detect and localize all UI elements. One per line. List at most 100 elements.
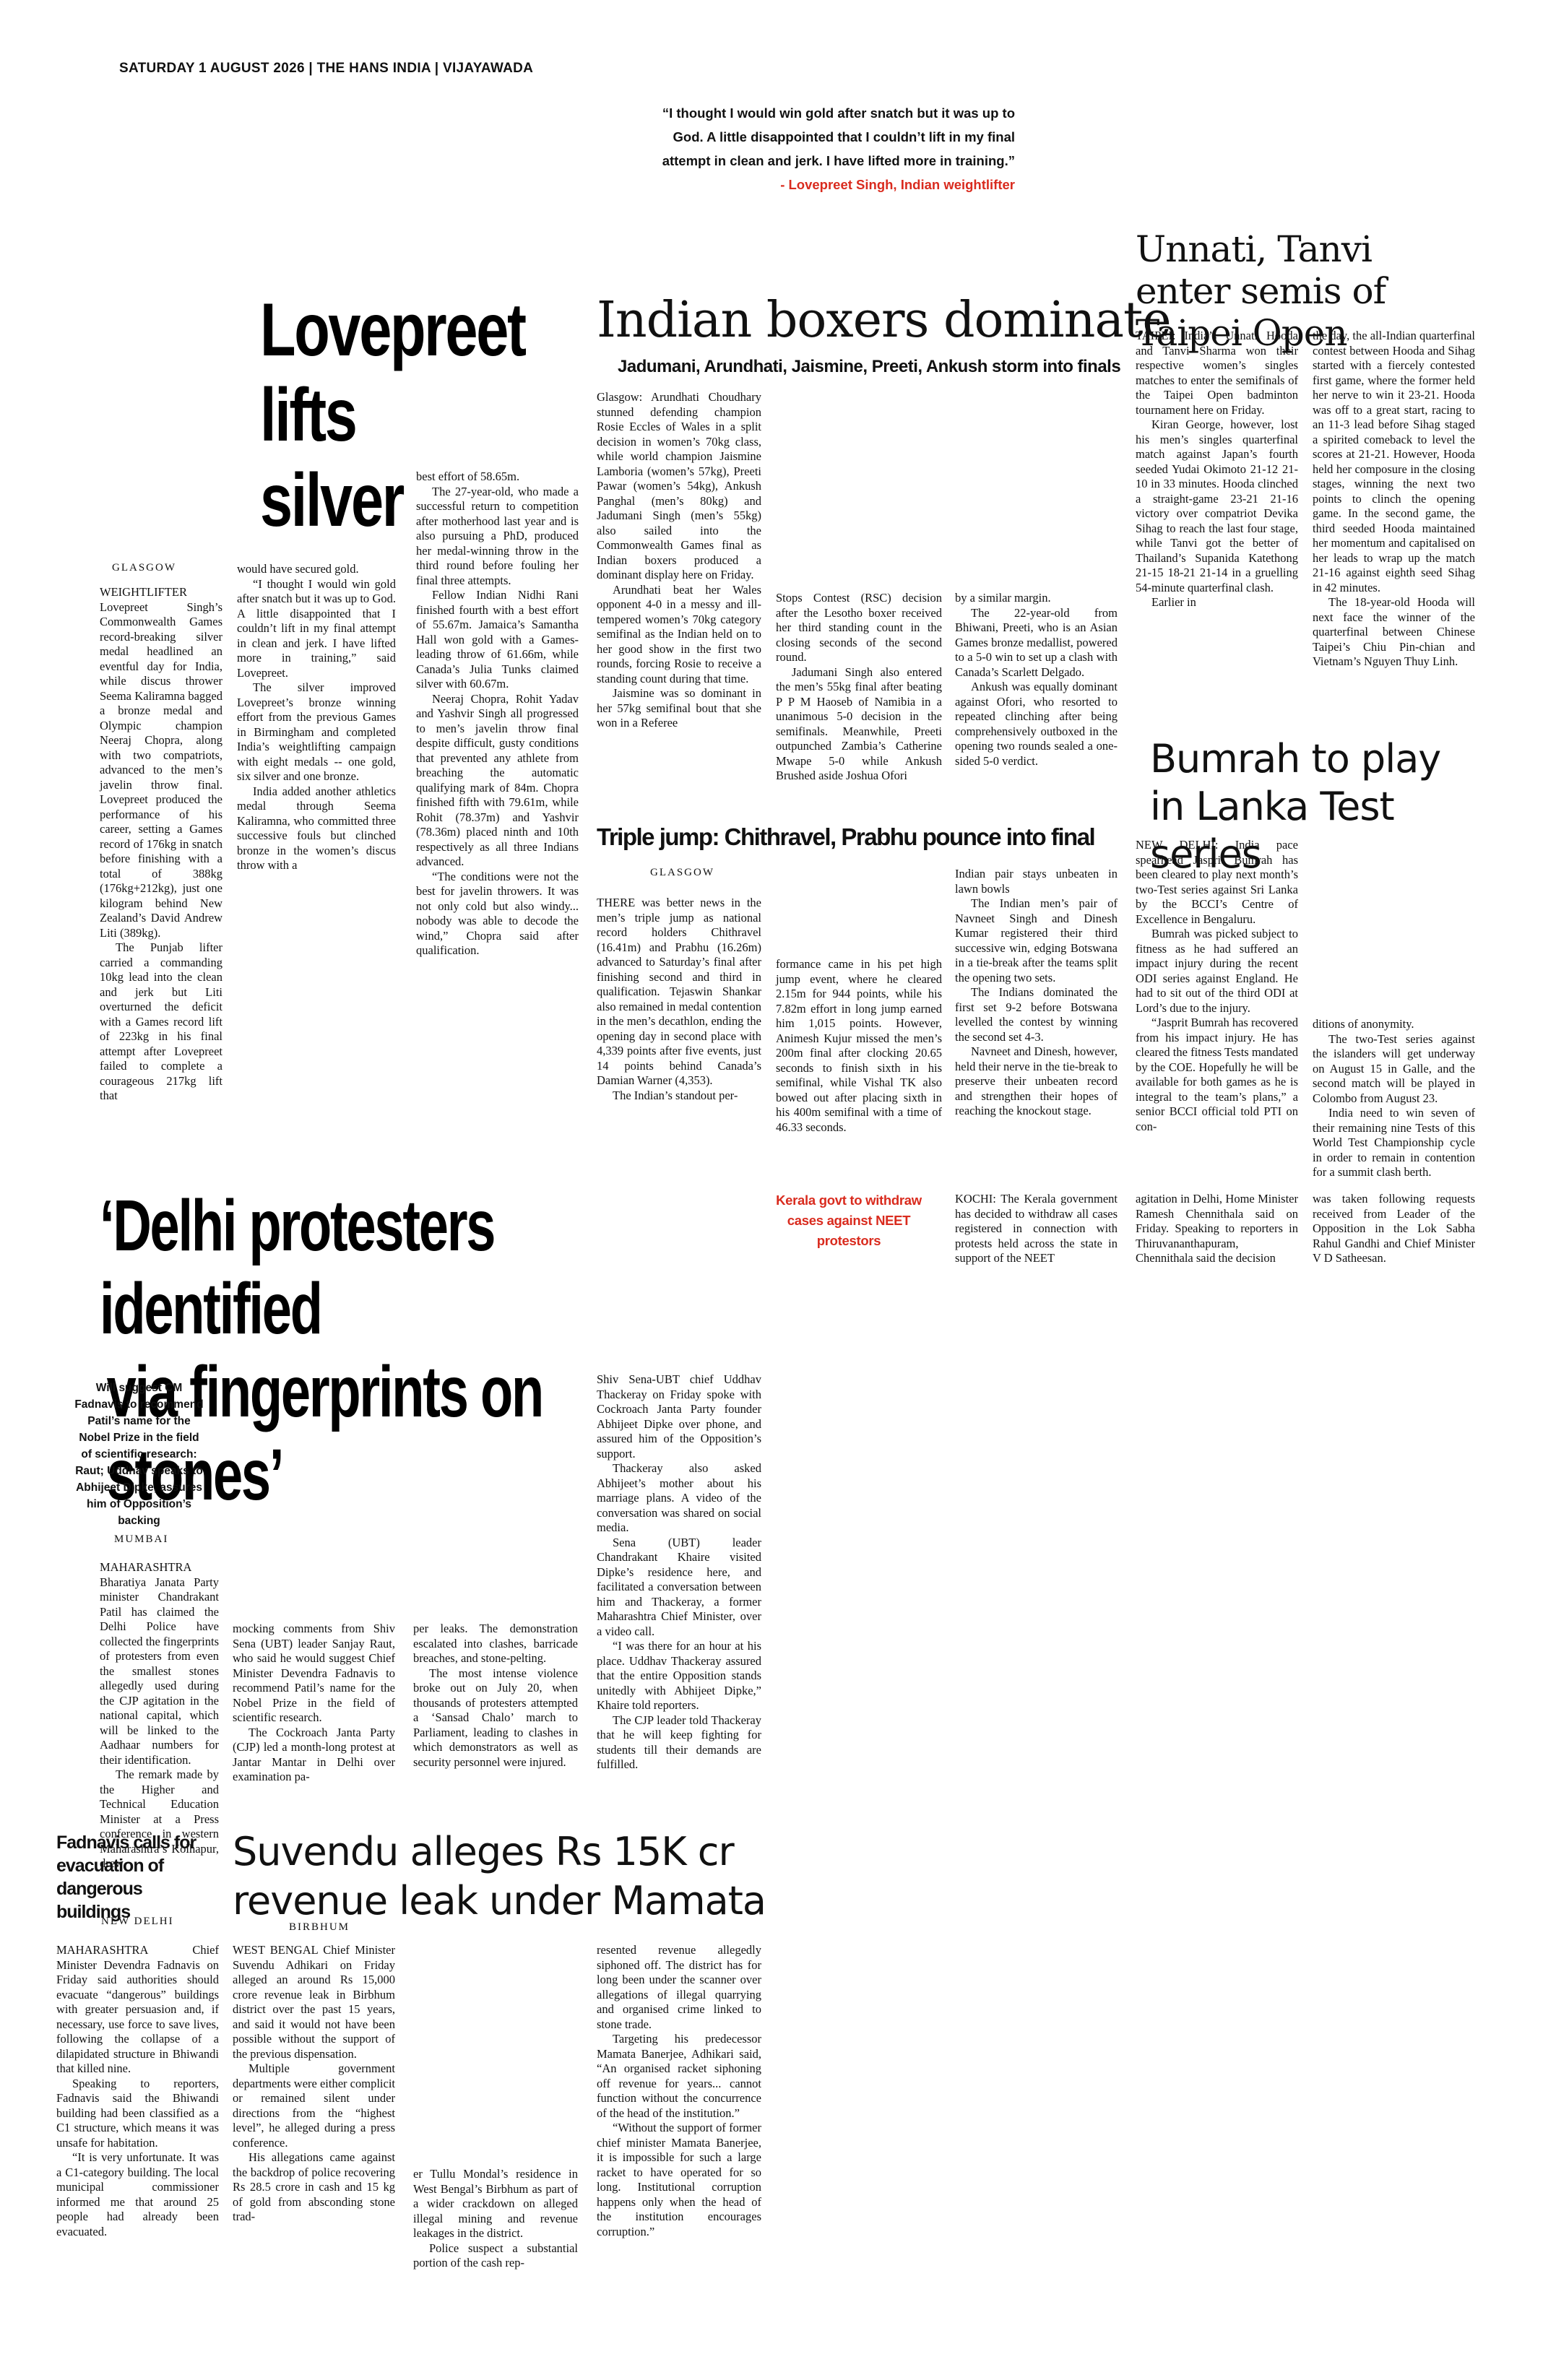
pull-quote: “I thought I would win gold after snatch…: [628, 101, 1015, 196]
paragraph: NEW DELHI: India pace spearhead Jasprit …: [1136, 838, 1298, 926]
paragraph: Shiv Sena-UBT chief Uddhav Thackeray on …: [597, 1372, 761, 1461]
triple-jump-column-3: Indian pair stays unbeaten in lawn bowls…: [955, 867, 1118, 1119]
paragraph: The Indian’s standout per-: [613, 1088, 738, 1102]
bumrah-column-2: ditions of anonymity. The two-Test serie…: [1313, 1017, 1475, 1180]
delhi-dateline: Mumbai: [114, 1533, 169, 1545]
paragraph: ditions of anonymity.: [1313, 1017, 1414, 1031]
paragraph: Earlier in: [1151, 595, 1196, 609]
paragraph: Sena (UBT) leader Chandrakant Khaire vis…: [597, 1535, 761, 1638]
delhi-column-4: Shiv Sena-UBT chief Uddhav Thackeray on …: [597, 1372, 761, 1773]
boxers-column-1: Glasgow: Arundhati Choudhary stunned def…: [597, 390, 761, 731]
triple-jump-column-2: formance came in his pet high jump event…: [776, 957, 942, 1135]
paragraph: The most intense violence broke out on J…: [413, 1666, 578, 1769]
paragraph: “It is very unfortunate. It was a C1-cat…: [56, 2150, 219, 2238]
lovepreet-dateline: Glasgow: [112, 562, 176, 574]
taipei-column-2: the day, the all-Indian quarterfinal con…: [1313, 329, 1475, 670]
paragraph: Ankush was equally dominant against Ofor…: [955, 680, 1118, 768]
paragraph: KOCHI: The Kerala government has decided…: [955, 1192, 1118, 1265]
paragraph: THERE was better news in the men’s tripl…: [597, 896, 761, 1087]
paragraph: per leaks. The demonstration escalated i…: [413, 1622, 578, 1665]
paragraph: The Cockroach Janta Party (CJP) led a mo…: [233, 1725, 395, 1784]
paragraph: The silver improved Lovepreet’s bronze w…: [237, 680, 396, 783]
paragraph: Thackeray also asked Abhijeet’s mother a…: [597, 1461, 761, 1534]
paragraph: Police suspect a substantial portion of …: [413, 2241, 578, 2270]
paragraph: TAIPEI: India’s Unnati Hooda and Tanvi S…: [1136, 329, 1298, 417]
delhi-headline-line1: ‘Delhi protesters identified: [100, 1185, 496, 1349]
delhi-column-2: mocking comments from Shiv Sena (UBT) le…: [233, 1622, 395, 1785]
paragraph: His allegations came against the backdro…: [233, 2150, 395, 2223]
paragraph: Arundhati beat her Wales opponent 4-0 in…: [597, 582, 761, 685]
delhi-column-1: MAHARASHTRA Bharatiya Janata Party minis…: [100, 1560, 219, 1871]
paragraph: The Punjab lifter carried a commanding 1…: [100, 940, 222, 1102]
subhead: Indian pair stays unbeaten in lawn bowls: [955, 867, 1118, 896]
paragraph: Stops Contest (RSC) decision after the L…: [776, 591, 942, 664]
paragraph: Kiran George, however, lost his men’s si…: [1136, 417, 1298, 594]
paragraph: by a similar margin.: [955, 591, 1051, 605]
suvendu-column-2: er Tullu Mondal’s residence in West Beng…: [413, 2167, 578, 2271]
lovepreet-headline: Lovepreet lifts silver: [260, 287, 527, 543]
paragraph: WEST BENGAL Chief Minister Suvendu Adhik…: [233, 1943, 395, 2061]
boxers-column-2: Stops Contest (RSC) decision after the L…: [776, 591, 942, 784]
paragraph: The Indians dominated the first set 9-2 …: [955, 985, 1118, 1044]
paragraph: would have secured gold.: [237, 562, 359, 576]
paragraph: Jadumani Singh also entered the men’s 55…: [776, 665, 942, 783]
suvendu-column-3: resented revenue allegedly siphoned off.…: [597, 1943, 761, 2239]
paragraph: “I was there for an hour at his place. U…: [597, 1639, 761, 1712]
delhi-column-3: per leaks. The demonstration escalated i…: [413, 1622, 578, 1770]
paragraph: “Without the support of former chief min…: [597, 2121, 761, 2238]
fadnavis-column-1: MAHARASHTRA Chief Minister Devendra Fadn…: [56, 1943, 219, 2239]
lovepreet-column-1: WEIGHTLIFTER Lovepreet Singh’s Commonwea…: [100, 585, 222, 1104]
paragraph: The Indian men’s pair of Navneet Singh a…: [955, 896, 1118, 985]
paragraph: Fellow Indian Nidhi Rani finished fourth…: [416, 588, 579, 691]
paragraph: The remark made by the Higher and Techni…: [100, 1767, 219, 1870]
taipei-headline: Unnati, Tanvi enter semis of Taipei Open: [1136, 228, 1386, 354]
paragraph: formance came in his pet high jump event…: [776, 957, 942, 1134]
paragraph: Navneet and Dinesh, however, held their …: [955, 1044, 1118, 1117]
suvendu-headline: Suvendu alleges Rs 15K cr revenue leak u…: [233, 1829, 766, 1924]
paragraph: the day, the all-Indian quarterfinal con…: [1313, 329, 1475, 594]
paragraph: agitation in Delhi, Home Minister Ramesh…: [1136, 1192, 1298, 1265]
kerala-column-2: agitation in Delhi, Home Minister Ramesh…: [1136, 1192, 1298, 1266]
paragraph: India added another athletics medal thro…: [237, 784, 396, 873]
fadnavis-dateline: New Delhi: [101, 1916, 174, 1927]
suvendu-column-1: WEST BENGAL Chief Minister Suvendu Adhik…: [233, 1943, 395, 2225]
paragraph: “I thought I would win gold after snatch…: [237, 576, 396, 680]
boxers-column-3: by a similar margin. The 22-year-old fro…: [955, 591, 1118, 769]
paragraph: Neeraj Chopra, Rohit Yadav and Yashvir S…: [416, 691, 579, 869]
delhi-headline: ‘Delhi protesters identified via fingerp…: [100, 1185, 714, 1517]
folio: SATURDAY 1 AUGUST 2026 | THE HANS INDIA …: [119, 61, 534, 76]
bumrah-headline: Bumrah to play in Lanka Test series: [1150, 736, 1441, 877]
lovepreet-column-3: best effort of 58.65m. The 27-year-old, …: [416, 469, 579, 959]
paragraph: was taken following requests received fr…: [1313, 1192, 1475, 1265]
paragraph: mocking comments from Shiv Sena (UBT) le…: [233, 1622, 395, 1724]
paragraph: er Tullu Mondal’s residence in West Beng…: [413, 2167, 578, 2240]
paragraph: Bumrah was picked subject to fitness as …: [1136, 927, 1298, 1015]
pull-quote-attribution: - Lovepreet Singh, Indian weightlifter: [780, 177, 1015, 192]
kerala-column-1: KOCHI: The Kerala government has decided…: [955, 1192, 1118, 1266]
paragraph: “The conditions were not the best for ja…: [416, 869, 579, 958]
paragraph: Speaking to reporters, Fadnavis said the…: [56, 2076, 219, 2150]
paragraph: The 27-year-old, who made a successful r…: [416, 484, 579, 587]
paragraph: India need to win seven of their remaini…: [1313, 1106, 1475, 1179]
delhi-headline-line2: via fingerprints on stones’: [106, 1351, 545, 1515]
boxers-deck: Jadumani, Arundhati, Jaismine, Preeti, A…: [618, 357, 1121, 376]
delhi-deck: Will suggest CM Fadnavis to recommend Pa…: [74, 1382, 204, 1527]
paragraph: Targeting his predecessor Mamata Banerje…: [597, 2032, 761, 2120]
lovepreet-headline-line1: Lovepreet: [260, 288, 527, 372]
bumrah-column-1: NEW DELHI: India pace spearhead Jasprit …: [1136, 838, 1298, 1134]
paragraph: Jaismine was so dominant in her 57kg sem…: [597, 686, 761, 730]
paragraph: resented revenue allegedly siphoned off.…: [597, 1943, 761, 2031]
pull-quote-text: “I thought I would win gold after snatch…: [662, 105, 1015, 168]
triple-jump-dateline: Glasgow: [650, 867, 714, 878]
triple-jump-column-1: THERE was better news in the men’s tripl…: [597, 896, 761, 1103]
paragraph: The 22-year-old from Bhiwani, Preeti, wh…: [955, 605, 1118, 679]
kerala-headline: Kerala govt to withdraw cases against NE…: [776, 1193, 922, 1248]
paragraph: The 18-year-old Hooda will next face the…: [1313, 595, 1475, 668]
paragraph: MAHARASHTRA Bharatiya Janata Party minis…: [100, 1560, 219, 1767]
paragraph: WEIGHTLIFTER Lovepreet Singh’s Commonwea…: [100, 585, 222, 940]
triple-jump-headline: Triple jump: Chithravel, Prabhu pounce i…: [597, 823, 1096, 850]
paragraph: best effort of 58.65m.: [416, 469, 520, 483]
fadnavis-headline: Fadnavis calls for evacuation of dangero…: [56, 1832, 196, 1922]
paragraph: The CJP leader told Thackeray that he wi…: [597, 1713, 761, 1772]
paragraph: Glasgow: Arundhati Choudhary stunned def…: [597, 390, 761, 581]
